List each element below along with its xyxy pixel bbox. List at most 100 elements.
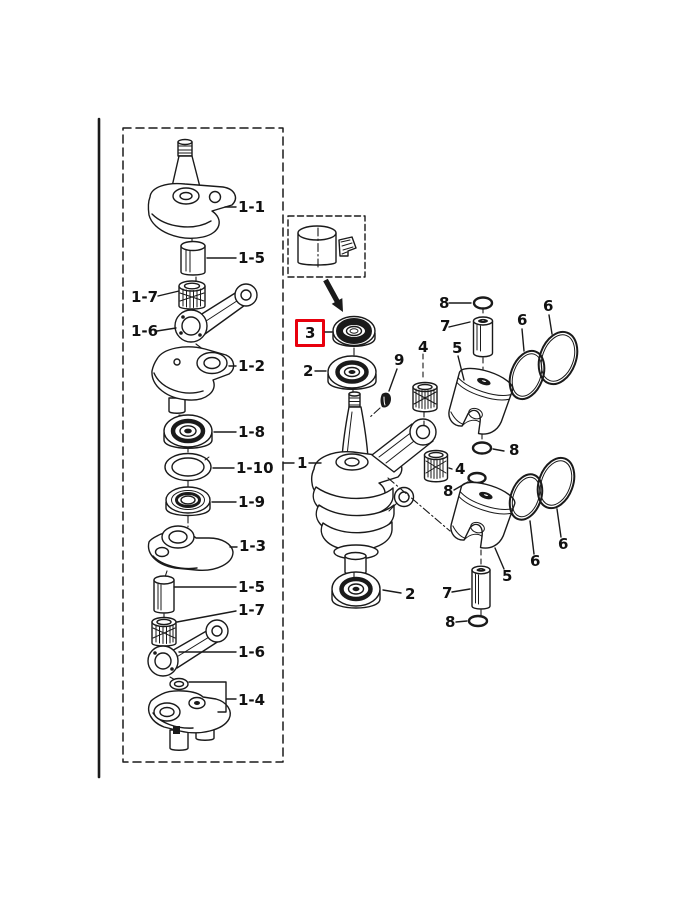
callout-4-lower: 4 — [448, 460, 465, 478]
callout-6-lower-outer: 6 — [556, 508, 568, 553]
part-label[interactable]: 1-7 — [131, 288, 158, 306]
part-label[interactable]: 1-1 — [238, 198, 265, 216]
part-label[interactable]: 8 — [443, 482, 453, 500]
part-label[interactable]: 6 — [543, 297, 553, 315]
part-label[interactable]: 7 — [442, 584, 452, 602]
part-7-piston-pin-lower — [471, 565, 491, 610]
callout-8-mid-right: 8 — [492, 441, 519, 459]
part-label[interactable]: 1-10 — [236, 459, 274, 477]
part-label[interactable]: 4 — [418, 338, 428, 356]
part-1-10-washer — [164, 452, 212, 482]
pointer-arrow-icon — [323, 278, 343, 312]
part-label[interactable]: 2 — [303, 362, 313, 380]
inset-callouts: 1-1 1-5 1-7 1-6 1-2 1-8 1-10 1-9 1-3 1-5… — [131, 198, 274, 713]
part-label[interactable]: 1 — [297, 454, 307, 472]
part-label[interactable]: 1-4 — [238, 691, 265, 709]
part-1-crankshaft — [310, 391, 437, 575]
callout-1-7: 1-7 — [131, 288, 180, 306]
part-label[interactable]: 1-5 — [238, 249, 265, 267]
part-label[interactable]: 1-7 — [238, 601, 265, 619]
part-label[interactable]: 1-6 — [238, 643, 265, 661]
callout-8-bottom: 8 — [445, 613, 468, 631]
part-label[interactable]: 1-8 — [238, 423, 265, 441]
sub-assembly-stack — [147, 138, 258, 751]
callout-7-upper: 7 — [440, 317, 471, 335]
part-1-5-pin-2 — [153, 575, 175, 614]
part-1-9-oil-seal — [165, 486, 211, 517]
part-label[interactable]: 9 — [394, 351, 404, 369]
part-label[interactable]: 6 — [517, 311, 527, 329]
part-label[interactable]: 5 — [502, 567, 512, 585]
part-1-6-connecting-rod-2 — [147, 619, 229, 677]
part-1-8-ball-bearing — [163, 414, 213, 449]
part-1-7-needle-bearing — [178, 280, 206, 310]
part-6-piston-ring-1 — [508, 349, 546, 401]
callout-2-upper: 2 — [303, 362, 327, 380]
part-4-needle-bearing-lower — [423, 449, 449, 483]
part-1-1-crank-half — [147, 138, 237, 239]
callout-8-top: 8 — [439, 294, 472, 312]
part-7-piston-pin-upper — [472, 316, 494, 358]
callout-6-upper-outer: 6 — [543, 297, 553, 335]
main-callouts: 1 2 3 9 4 5 8 7 6 6 8 4 8 5 6 — [282, 294, 568, 631]
part-label[interactable]: 8 — [509, 441, 519, 459]
part-label[interactable]: 1-9 — [238, 493, 265, 511]
part-label-selected[interactable]: 3 — [305, 324, 315, 342]
part-label[interactable]: 7 — [440, 317, 450, 335]
callout-8-mid-left: 8 — [443, 481, 469, 500]
part-1-6-connecting-rod — [174, 283, 258, 343]
callout-2-lower: 2 — [382, 585, 415, 603]
part-label[interactable]: 6 — [530, 552, 540, 570]
seal-detail-drawing — [297, 225, 357, 269]
callout-1-2: 1-2 — [228, 357, 265, 375]
seal-detail-dashed-box — [287, 215, 366, 278]
part-label[interactable]: 1-6 — [131, 322, 158, 340]
part-label[interactable]: 1-3 — [239, 537, 266, 555]
highlight-box — [295, 319, 325, 347]
callout-6-upper-inner: 6 — [517, 311, 527, 352]
callout-1-10: 1-10 — [212, 459, 274, 477]
part-label[interactable]: 6 — [558, 535, 568, 553]
part-9-woodruff-key — [380, 392, 391, 408]
part-6-piston-ring-4 — [536, 456, 576, 510]
callout-1-5: 1-5 — [206, 249, 265, 267]
part-label[interactable]: 2 — [405, 585, 415, 603]
part-label[interactable]: 4 — [455, 460, 465, 478]
part-label[interactable]: 8 — [439, 294, 449, 312]
callout-1-1: 1-1 — [224, 198, 265, 216]
callout-5-upper: 5 — [452, 339, 465, 381]
callout-1-4: 1-4 — [188, 681, 265, 713]
sub-assembly-dashed-box — [122, 127, 284, 763]
part-2-ball-bearing-lower — [331, 571, 381, 609]
part-1-7-needle-bearing-2 — [151, 616, 177, 647]
part-8-circlip-mid-left — [467, 471, 487, 485]
callout-1-6b: 1-6 — [178, 643, 265, 661]
callout-1-6: 1-6 — [131, 322, 177, 340]
part-8-circlip-mid-right — [471, 441, 493, 455]
part-label[interactable]: 1-2 — [238, 357, 265, 375]
part-5-piston-lower — [450, 481, 516, 549]
part-8-circlip-top — [472, 296, 494, 310]
callout-1-3: 1-3 — [229, 537, 266, 555]
main-assembly — [310, 296, 579, 628]
callout-1: 1 — [282, 454, 322, 472]
part-8-circlip-bottom — [467, 614, 489, 628]
part-1-4-crank-half — [147, 677, 231, 751]
lower-cylinder-axis-line — [387, 477, 451, 532]
part-5-piston-upper — [448, 367, 514, 435]
part-label[interactable]: 8 — [445, 613, 455, 631]
callout-1-7b: 1-7 — [176, 601, 265, 623]
part-4-needle-bearing-upper — [412, 381, 438, 413]
part-label[interactable]: 5 — [452, 339, 462, 357]
callout-9: 9 — [388, 351, 404, 392]
part-2-ball-bearing-upper — [327, 355, 377, 390]
callout-3-highlighted: 3 — [295, 319, 334, 347]
part-label[interactable]: 1-5 — [238, 578, 265, 596]
callout-7-lower: 7 — [442, 584, 471, 602]
part-1-5-pin — [180, 240, 206, 276]
callout-6-lower-inner: 6 — [529, 520, 540, 570]
part-3-oil-seal — [332, 315, 376, 347]
callout-1-8: 1-8 — [213, 423, 265, 441]
callout-1-5b: 1-5 — [173, 578, 265, 596]
